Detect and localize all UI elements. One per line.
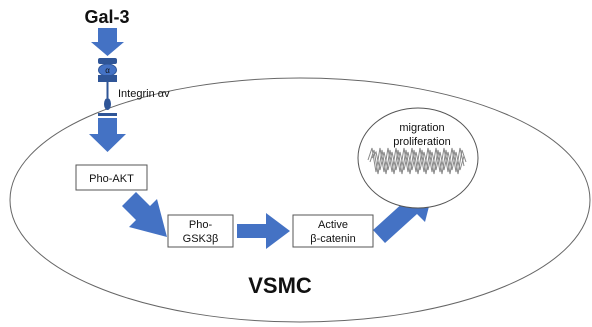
vsmc-label: VSMC [248, 273, 312, 298]
outcome-proliferation: proliferation [393, 136, 450, 148]
gsk-to-catenin-arrow [237, 213, 290, 249]
pho-akt-label: Pho-AKT [89, 173, 134, 185]
akt-to-gsk-arrow [122, 192, 167, 237]
active-label-line1: Active [318, 219, 348, 231]
pho-gsk3b-label-line2: GSK3β [183, 233, 219, 245]
pho-akt-box [75, 164, 148, 191]
pho-gsk3b-box [167, 214, 234, 248]
integrin-label: Integrin αv [118, 88, 170, 100]
coil-icon [367, 147, 467, 175]
membrane-down-arrow [89, 113, 126, 152]
outcome-migration: migration [399, 122, 444, 134]
integrin-receptor-icon [98, 58, 117, 110]
gal3-down-arrow [91, 28, 124, 56]
integrin-alpha-symbol: α [105, 66, 110, 75]
active-label-line2: β-catenin [310, 233, 355, 245]
pho-gsk3b-label-line1: Pho- [189, 219, 213, 231]
gal3-label: Gal-3 [84, 7, 129, 27]
active-beta-catenin-box [292, 214, 374, 248]
